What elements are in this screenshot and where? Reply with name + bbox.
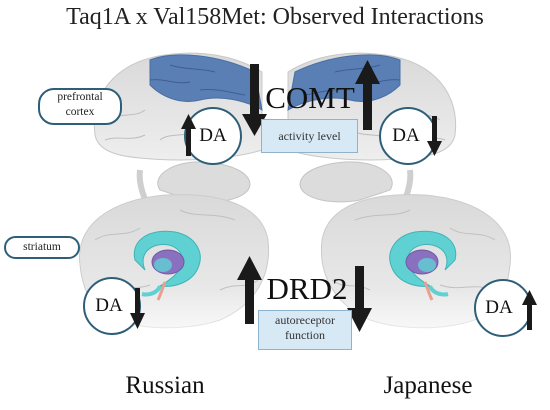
- da-label-bottom-left: DA: [95, 295, 123, 316]
- drd2-gene-label: DRD2: [266, 271, 348, 306]
- prefrontal-cortex-highlight-left: [149, 54, 263, 111]
- drd2-box-line1: autoreceptor: [275, 313, 335, 327]
- figure-title: Taq1A x Val158Met: Observed Interactions: [66, 4, 484, 30]
- comt-gene-label: COMT: [265, 80, 355, 115]
- prefrontal-label-line2: cortex: [65, 106, 95, 118]
- drd2-arrow-left-up: [237, 256, 262, 324]
- da-label-bottom-right: DA: [485, 297, 513, 318]
- comt-activity-box: activity level: [261, 119, 358, 153]
- comt-arrow-right-up: [355, 60, 380, 130]
- striatum-label: striatum: [4, 236, 80, 259]
- drd2-arrow-right-down: [347, 266, 372, 332]
- da-label-top-right: DA: [392, 125, 420, 146]
- da-circle-top-left: [184, 107, 242, 165]
- drd2-box-line2: function: [285, 328, 325, 342]
- prefrontal-label-line1: prefrontal: [57, 91, 103, 103]
- prefrontal-cortex-label: prefrontal cortex: [38, 88, 122, 125]
- da-arrow-bottom-left-down: [130, 288, 145, 329]
- arrows: [130, 60, 537, 332]
- drd2-autoreceptor-box: autoreceptor function: [258, 310, 352, 350]
- comt-arrow-left-down: [242, 64, 267, 136]
- population-russian: Russian: [125, 372, 205, 399]
- population-japanese: Japanese: [383, 372, 473, 399]
- da-arrow-top-left-up: [181, 114, 196, 156]
- da-label-top-left: DA: [199, 125, 227, 146]
- da-arrow-bottom-right-up: [522, 290, 537, 330]
- da-arrow-top-right-down: [427, 116, 442, 156]
